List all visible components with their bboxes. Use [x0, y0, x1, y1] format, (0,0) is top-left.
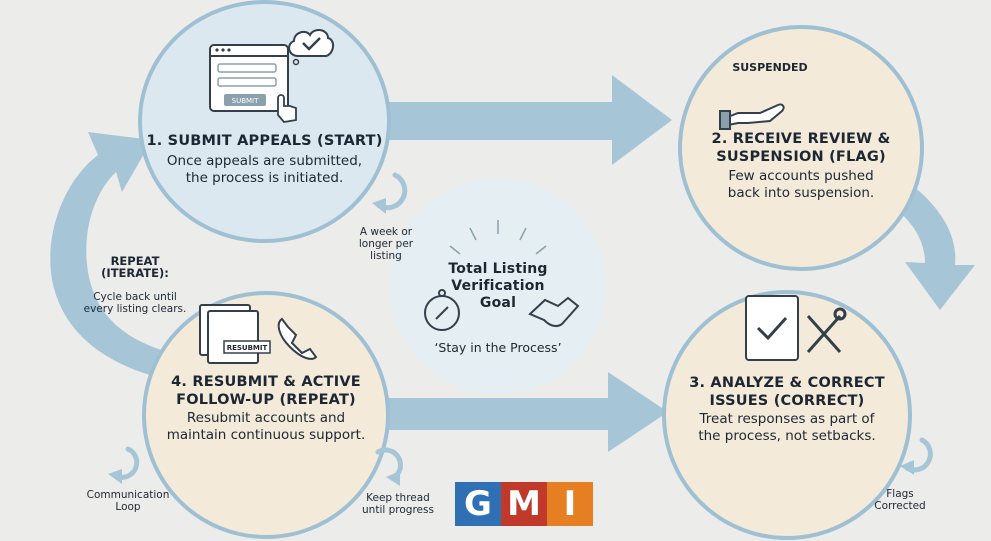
submit-stamp: SUBMIT — [232, 97, 259, 105]
week-label: A week or longer per listing — [358, 226, 414, 262]
review-illustration: SUSPENDED — [719, 61, 808, 130]
phone-icon — [277, 317, 318, 360]
wrench-screwdriver-icon — [806, 307, 847, 353]
step-4-title: 4. RESUBMIT & ACTIVE FOLLOW-UP (REPEAT) — [171, 374, 361, 408]
correct-illustration — [745, 295, 847, 361]
step-2-title: 2. RECEIVE REVIEW & SUSPENSION (FLAG) — [711, 131, 891, 165]
communication-loop-label: Communication Loop — [86, 489, 170, 513]
arrow-submit-to-review — [385, 75, 672, 165]
arrow-resubmit-to-correct — [385, 372, 668, 452]
step-receive-review: SUSPENDED 2. RECEIVE REVIEW & SUSPENSION… — [678, 25, 924, 271]
checkmark-cloud-icon — [288, 29, 334, 66]
checklist-document-icon — [745, 295, 799, 361]
handshake-icon — [528, 296, 580, 328]
step-analyze-correct: 3. ANALYZE & CORRECT ISSUES (CORRECT) Tr… — [662, 290, 912, 540]
step-1-title: 1. SUBMIT APPEALS (START) — [146, 133, 383, 149]
arrow-repeat-to-submit — [50, 132, 168, 378]
step-3-desc: Treat responses as part of the process, … — [698, 411, 876, 444]
resubmit-stamp: RESUBMIT — [227, 344, 268, 352]
goal-hub-art — [424, 220, 580, 331]
documents-stack-icon: RESUBMIT — [199, 304, 271, 364]
compass-icon — [424, 289, 460, 331]
goal-quote: ‘Stay in the Process’ — [434, 340, 562, 355]
flags-corrected-label: Flags Corrected — [874, 488, 926, 512]
logo-letter-g: G — [455, 482, 501, 526]
step-resubmit-follow-up: RESUBMIT 4. RESUBMIT & ACTIVE FOLLOW-UP … — [142, 291, 390, 539]
keep-thread-label: Keep thread until progress — [362, 492, 434, 516]
logo-letter-i: I — [547, 482, 593, 526]
open-hand-icon — [719, 103, 785, 130]
suspended-stamp: SUSPENDED — [732, 61, 807, 74]
sunburst-icon — [449, 220, 547, 255]
step-4-desc: Resubmit accounts and maintain continuou… — [166, 410, 366, 443]
submit-illustration: SUBMIT — [209, 29, 334, 123]
step-submit-appeals: SUBMIT 1. SUBMIT APPEALS (START) Once ap… — [138, 0, 391, 243]
step-2-desc: Few accounts pushed back into suspension… — [727, 168, 875, 201]
repeat-title: REPEAT (ITERATE): — [101, 254, 169, 280]
gmi-logo: G M I — [455, 482, 593, 526]
step-3-title: 3. ANALYZE & CORRECT ISSUES (CORRECT) — [689, 375, 885, 409]
goal-title: Total Listing Verification Goal — [448, 261, 548, 311]
goal-hub: Total Listing Verification Goal ‘Stay in… — [390, 178, 606, 394]
repeat-desc: Cycle back until every listing clears. — [83, 291, 187, 315]
hand-cursor-icon — [277, 94, 297, 123]
browser-window-icon: SUBMIT — [209, 44, 289, 112]
logo-letter-m: M — [501, 482, 547, 526]
arrow-review-to-correct — [895, 180, 975, 310]
repeat-label: REPEAT (ITERATE): Cycle back until every… — [70, 243, 200, 327]
resubmit-illustration: RESUBMIT — [199, 304, 318, 364]
step-1-desc: Once appeals are submitted, the process … — [166, 153, 363, 186]
